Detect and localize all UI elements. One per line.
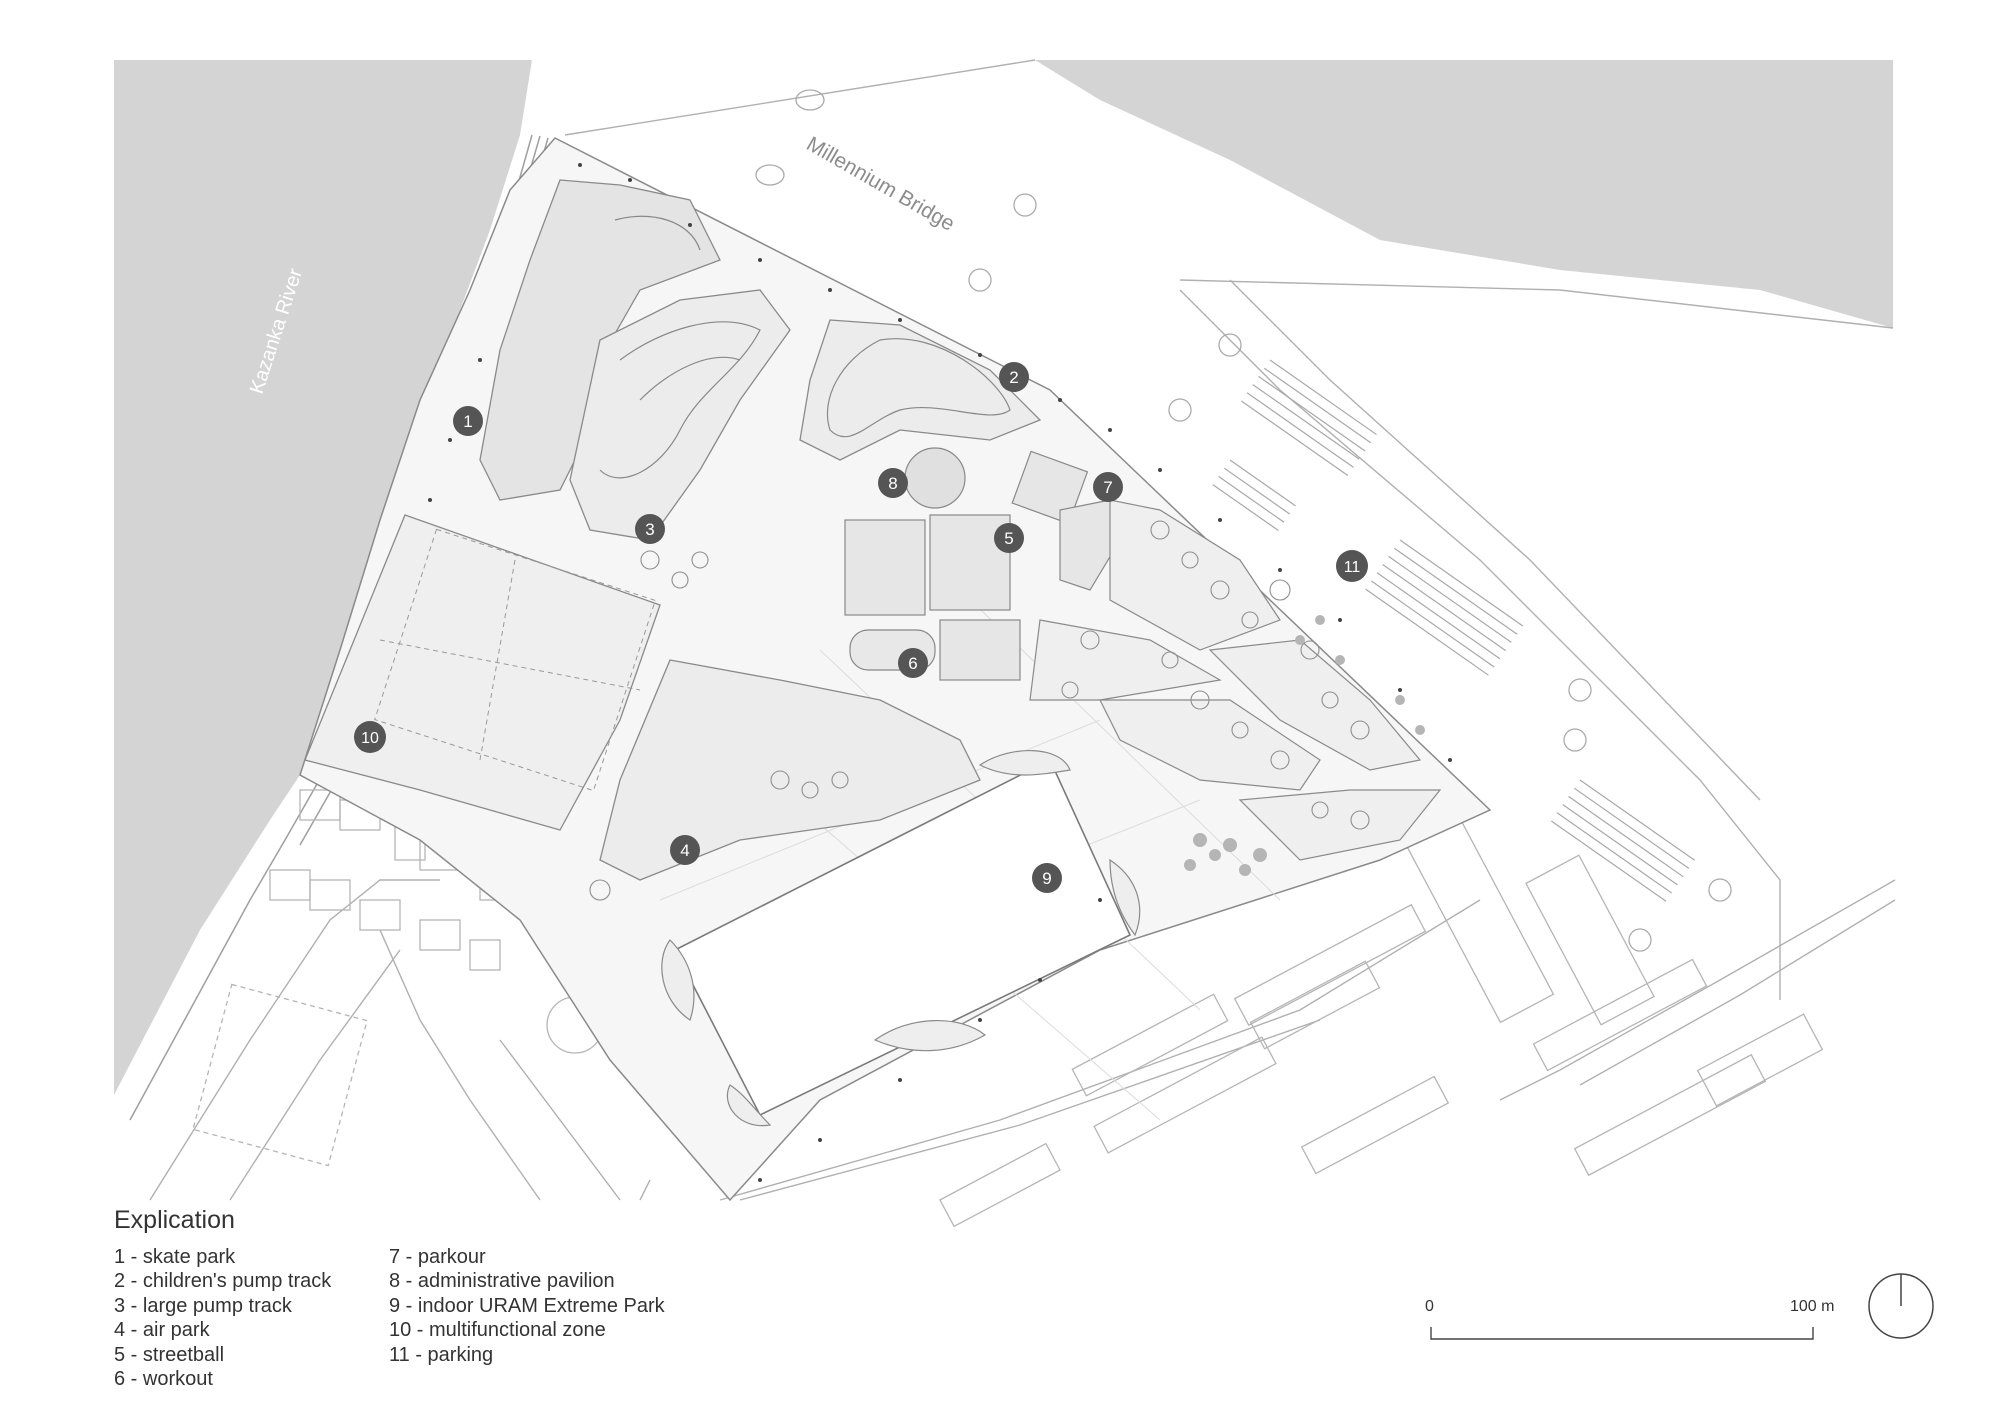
legend-item: 8 - administrative pavilion [389,1270,615,1292]
legend-item: 11 - parking [389,1343,494,1366]
svg-text:11: 11 [1344,559,1361,576]
svg-text:6: 6 [908,654,917,673]
surrounding-streets [149,59,1896,1201]
legend-item: 9 - indoor URAM Extreme Park [389,1294,665,1317]
legend-column-1: 1 - skate park 2 - children's pump track… [114,1245,389,1392]
marker-1: 1 [453,406,483,436]
north-arrow-icon [1868,1273,1934,1339]
pump-track-loop [826,338,1011,438]
legend-title: Explication [114,1206,235,1234]
legend-item: 5 - streetball [114,1343,225,1366]
legend-item: 2 - children's pump track [114,1270,332,1292]
legend-item: 10 - multifunctional zone [389,1319,606,1341]
svg-text:7: 7 [1103,478,1112,497]
svg-text:4: 4 [680,841,689,860]
marker-11: 11 [1336,550,1368,582]
svg-text:8: 8 [888,474,897,493]
zone-markers: 1 2 3 4 5 6 7 8 9 10 11 [354,362,1368,893]
marker-5: 5 [994,523,1024,553]
parkour-area [1059,499,1121,591]
marker-3: 3 [635,514,665,544]
path-lights [428,163,1452,1182]
explication-legend: Explication 1 - skate park 2 - children'… [114,1208,665,1392]
dense-shrubs [1184,615,1425,876]
legend-item: 4 - air park [114,1319,210,1341]
marker-6: 6 [898,648,928,678]
legend-item: 7 - parkour [389,1245,486,1268]
river-water-east [1035,60,1893,328]
marker-7: 7 [1093,472,1123,502]
legend-item: 1 - skate park [114,1245,236,1268]
legend-item: 3 - large pump track [114,1294,292,1317]
childrens-pump-track-zone [799,319,1042,461]
svg-text:10: 10 [361,730,379,747]
trees [589,520,1370,901]
sports-pitch-lines [374,528,656,792]
marker-2: 2 [999,362,1029,392]
streetball-courts [844,450,1089,681]
svg-text:5: 5 [1004,529,1013,548]
svg-text:1: 1 [463,412,472,431]
scale-end-label: 100 m [1790,1298,1835,1315]
air-park-zone [599,659,981,881]
svg-text:9: 9 [1042,869,1051,888]
svg-text:2: 2 [1009,368,1018,387]
building-canopies [661,749,1141,1127]
road-markings [755,89,1732,952]
marker-8: 8 [878,468,908,498]
millennium-bridge-label: Millennium Bridge [803,132,959,235]
marker-10: 10 [354,721,386,753]
scale-start-label: 0 [1425,1298,1434,1315]
svg-text:3: 3 [645,520,654,539]
marker-4: 4 [670,835,700,865]
administrative-pavilion-building [904,447,966,509]
multifunctional-field [304,514,661,831]
marker-9: 9 [1032,863,1062,893]
indoor-extreme-park-building [673,758,1132,1117]
legend-item: 6 - workout [114,1368,213,1390]
legend-column-2: 7 - parkour 8 - administrative pavilion … [389,1245,665,1392]
kazanka-river-water [114,60,532,1095]
scale-bar [1430,1327,1814,1340]
parking-lots [1212,359,1696,902]
pump-track-paths [599,215,761,479]
